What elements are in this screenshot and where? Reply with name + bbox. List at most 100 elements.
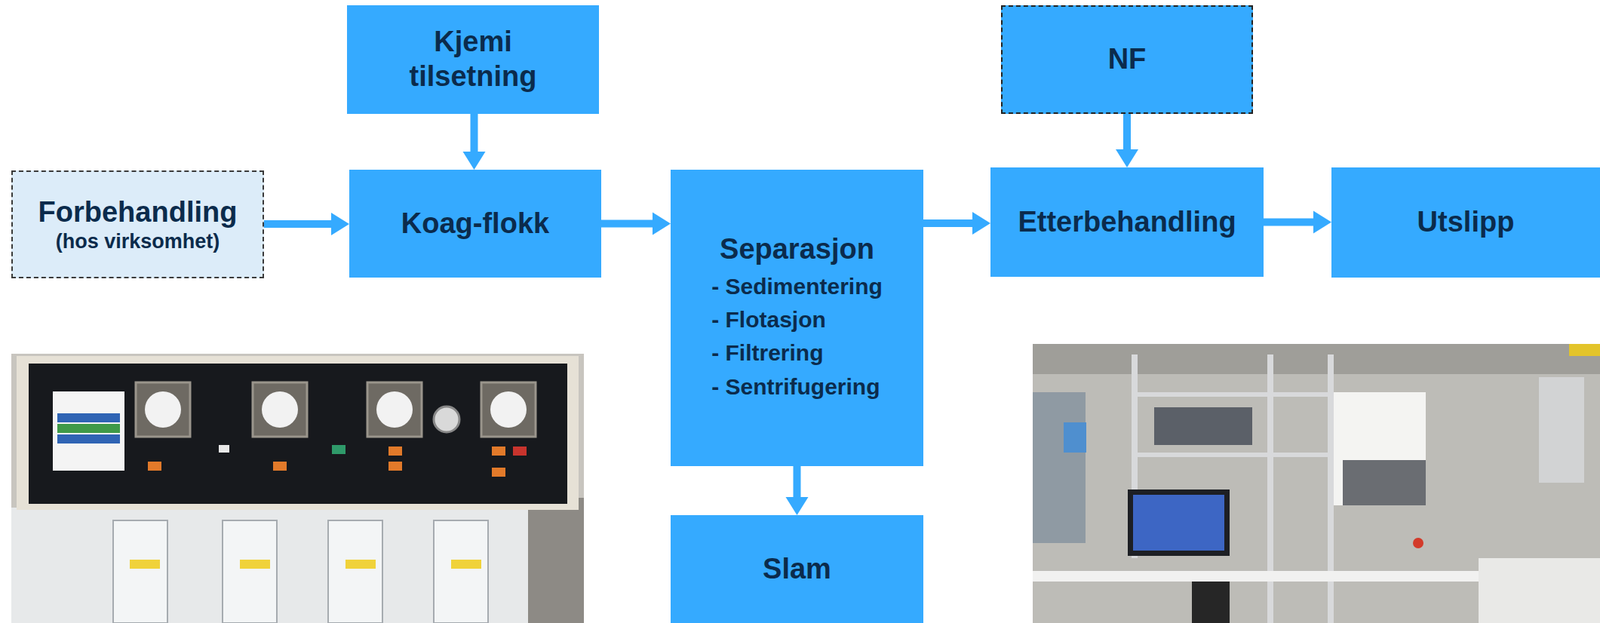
text-group: Koag-flokk <box>401 206 550 242</box>
list-item: - Sentrifugering <box>711 370 880 404</box>
chair <box>1191 581 1230 623</box>
arrow-head <box>1313 211 1332 234</box>
button <box>218 445 230 453</box>
dial <box>490 391 527 428</box>
arrow-shaft <box>1263 218 1315 227</box>
dial <box>144 391 182 428</box>
box-label: Separasjon <box>719 232 875 268</box>
box-label: Forbehandling <box>38 195 238 231</box>
list-item: - Flotasjon <box>711 303 827 337</box>
text-group: Etterbehandling <box>1017 205 1236 240</box>
dial-housing <box>252 382 308 437</box>
sticker-stripe <box>57 413 120 423</box>
photo-background <box>1032 343 1600 623</box>
arrow-shaft <box>793 466 802 499</box>
pilot-plant-photo <box>1032 343 1600 623</box>
dial-housing <box>367 382 422 437</box>
whiteboard <box>1327 392 1426 506</box>
arrow-head <box>331 212 350 236</box>
button <box>388 446 403 456</box>
stairs <box>1538 377 1585 483</box>
button <box>491 446 506 456</box>
process-box: Koag-flokk <box>349 169 602 278</box>
bench-background <box>528 497 584 623</box>
text-group: NF <box>1108 42 1147 77</box>
frame-bar <box>1131 392 1328 397</box>
flow-arrow <box>601 212 671 236</box>
dial-housing <box>481 382 536 437</box>
arrow-head <box>463 151 486 170</box>
jar-label <box>345 559 376 569</box>
input-box: Forbehandling(hos virksomhet) <box>11 170 265 279</box>
text-group: Forbehandling(hos virksomhet) <box>38 195 238 255</box>
arrow-shaft <box>470 113 479 154</box>
button <box>491 467 506 477</box>
button <box>331 445 346 455</box>
sticker-stripe <box>57 423 120 434</box>
photo-background <box>11 353 584 623</box>
flow-arrow <box>1115 113 1139 168</box>
cap <box>1412 537 1424 549</box>
jar-cylinder <box>113 520 168 623</box>
equipment <box>1342 460 1426 506</box>
text-group: Separasjon- Sedimentering- Flotasjon- Fi… <box>711 232 883 404</box>
flow-arrow <box>923 211 991 235</box>
method-list: - Sedimentering- Flotasjon- Filtrering- … <box>711 270 883 405</box>
arrow-shaft <box>1123 113 1131 151</box>
process-box: Kjemi tilsetning <box>347 5 599 114</box>
jar-test-photo <box>11 353 584 623</box>
jar-label <box>239 559 271 569</box>
process-box: Etterbehandling <box>990 167 1264 277</box>
arrow-shaft <box>923 219 974 228</box>
box-label: Slam <box>762 552 832 587</box>
jar-label <box>451 559 482 569</box>
output-box: Utslipp <box>1331 167 1600 278</box>
sticker-stripe <box>57 434 120 444</box>
sticker <box>52 391 125 471</box>
dial-housing <box>135 382 191 437</box>
bench <box>1478 558 1600 623</box>
dial <box>261 391 298 428</box>
arrow-head <box>1115 149 1139 168</box>
box-label: Kjemi tilsetning <box>386 24 560 94</box>
sub-label: (hos virksomhet) <box>55 229 221 254</box>
flow-arrow <box>786 466 809 516</box>
text-group: Kjemi tilsetning <box>386 24 560 94</box>
flow-arrow <box>264 212 350 236</box>
jar-label <box>129 559 160 569</box>
process-box: Separasjon- Sedimentering- Flotasjon- Fi… <box>670 169 924 467</box>
ceiling <box>1032 343 1600 375</box>
hazard-stripe <box>1569 343 1600 357</box>
list-item: - Filtrering <box>711 336 824 370</box>
dial <box>376 391 413 428</box>
button <box>147 461 162 471</box>
backdrop <box>11 507 584 623</box>
arrow-head <box>786 497 809 516</box>
box-label: Utslipp <box>1417 205 1515 240</box>
arrow-head <box>972 211 991 235</box>
jar-cylinder <box>328 520 383 623</box>
box-label: Etterbehandling <box>1017 205 1236 240</box>
panel-frame <box>16 356 579 510</box>
jar-cylinder <box>222 520 277 623</box>
speed-knob <box>433 406 460 433</box>
monitor-screen <box>1133 494 1225 551</box>
text-group: Utslipp <box>1417 205 1515 240</box>
text-group: Slam <box>762 552 832 587</box>
list-item: - Sedimentering <box>711 270 883 304</box>
poster <box>1063 422 1087 453</box>
arrow-head <box>652 212 671 236</box>
button <box>273 461 287 471</box>
control-panel <box>28 363 568 504</box>
output-box: Slam <box>670 515 924 623</box>
monitor <box>1127 489 1230 556</box>
frame-post <box>1327 354 1334 623</box>
jar-cylinder <box>433 520 489 623</box>
flow-arrow <box>463 113 486 170</box>
wall-cabinet <box>1032 392 1086 544</box>
frame-bar <box>1131 452 1328 458</box>
arrow-shaft <box>601 220 655 228</box>
button <box>388 461 403 471</box>
box-label: Koag-flokk <box>401 206 550 242</box>
